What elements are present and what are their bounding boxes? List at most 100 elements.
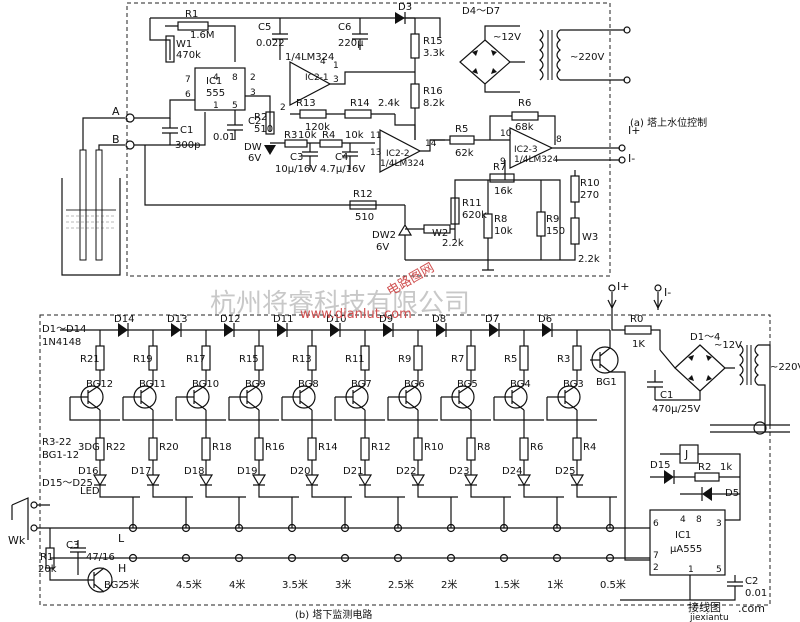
resistor-r16 (254, 437, 264, 461)
svg-text:2: 2 (653, 563, 659, 573)
level-node: 2.5米 (388, 497, 414, 591)
d3-label: D3 (398, 2, 412, 13)
svg-text:R8: R8 (494, 214, 507, 225)
capacitor-c4 (342, 143, 358, 170)
transistor-bg2 (85, 567, 113, 593)
level-label: 1米 (547, 578, 563, 591)
led-d22 (410, 460, 458, 498)
svg-text:R11: R11 (462, 198, 482, 209)
svg-text:2.4k: 2.4k (378, 98, 400, 109)
transformer-top (539, 29, 544, 81)
transistor-stages: R21BG12R22D16R19BG11R20D17R17BG10R18D18R… (69, 330, 617, 498)
relay-j (679, 444, 699, 464)
resistor-r15 (410, 33, 420, 59)
level-node: 1.5米 (494, 497, 520, 591)
svg-text:6: 6 (185, 90, 191, 100)
opamp-ic2-3 (509, 127, 554, 169)
svg-text:R15: R15 (423, 36, 443, 47)
diode-d5 (702, 487, 712, 501)
svg-text:6V: 6V (376, 242, 389, 253)
resistor-upper-label: R9 (398, 354, 411, 365)
svg-text:2.2k: 2.2k (442, 238, 464, 249)
resistor-r9 (413, 345, 423, 371)
svg-text:14: 14 (425, 139, 437, 149)
resistor-upper-label: R13 (292, 354, 312, 365)
line-h-label: H (118, 562, 126, 575)
led-label: D17 (131, 466, 151, 477)
transistor-label: BG7 (351, 379, 372, 390)
diode-label: D13 (167, 314, 187, 325)
svg-text:R3-22: R3-22 (42, 437, 72, 448)
svg-text:I-: I- (664, 286, 671, 299)
svg-text:3DG: 3DG (78, 442, 100, 453)
svg-text:4: 4 (213, 73, 219, 83)
level-node: 4米 (229, 497, 245, 591)
led-d25 (569, 460, 617, 498)
diode-label: D12 (220, 314, 240, 325)
top-iplus: I+ (628, 124, 640, 137)
capacitor-c3 (302, 143, 318, 170)
svg-text:BG1: BG1 (596, 377, 617, 388)
corner-com: .com (738, 602, 765, 615)
resistor-r12 (360, 437, 370, 461)
svg-text:~12V: ~12V (493, 32, 521, 43)
svg-text:C3: C3 (66, 540, 79, 551)
svg-text:R16: R16 (423, 86, 443, 97)
svg-text:R1: R1 (40, 552, 53, 563)
svg-text:120k: 120k (305, 122, 330, 133)
top-circuit-border (126, 2, 611, 277)
svg-text:10k: 10k (345, 130, 364, 141)
diode-d9: D9 (379, 314, 394, 337)
capacitor-c1-bottom (647, 370, 663, 400)
svg-text:8: 8 (556, 135, 562, 145)
led-label: D19 (237, 466, 257, 477)
bottom-circuit-border (39, 314, 771, 606)
svg-text:16k: 16k (494, 186, 513, 197)
led-d18 (198, 460, 246, 498)
level-label: 2米 (441, 578, 457, 591)
transistor-label: BG9 (245, 379, 266, 390)
resistor-r11 (360, 345, 370, 371)
diode-label: D14 (114, 314, 134, 325)
capacitor-c5 (272, 18, 288, 60)
svg-text:5: 5 (716, 565, 722, 575)
diode-label: D7 (485, 314, 499, 325)
svg-text:0.01: 0.01 (213, 132, 235, 143)
diode-d13: D13 (167, 314, 187, 337)
svg-text:300p: 300p (175, 140, 200, 151)
watermark-site: www.dianlut.com (300, 307, 412, 322)
level-label: 1.5米 (494, 578, 520, 591)
diode-label: D11 (273, 314, 293, 325)
svg-text:1K: 1K (632, 339, 645, 350)
svg-text:C3: C3 (290, 152, 303, 163)
led-d21 (357, 460, 405, 498)
svg-text:C2: C2 (745, 576, 758, 587)
level-label: 4.5米 (176, 578, 202, 591)
svg-text:62k: 62k (455, 148, 474, 159)
svg-text:C4: C4 (335, 152, 348, 163)
c6-value: 220μ (338, 38, 364, 49)
svg-text:I+: I+ (617, 280, 629, 293)
capacitor-c2-bottom (620, 575, 743, 601)
resistor-r5 (519, 345, 529, 371)
resistor-upper-label: R5 (504, 354, 517, 365)
resistor-r16 (410, 83, 420, 109)
svg-text:BG1-12: BG1-12 (42, 450, 79, 461)
c6-label: C6 (338, 22, 351, 33)
led-label: D21 (343, 466, 363, 477)
diode-d12: D12 (220, 314, 240, 337)
c5-label: C5 (258, 22, 271, 33)
resistor-r14 (344, 109, 372, 119)
svg-text:10μ/16V: 10μ/16V (275, 164, 317, 175)
corner-site: jiexiantu (689, 613, 729, 622)
resistor-r13 (307, 345, 317, 371)
svg-text:11: 11 (370, 131, 381, 141)
resistor-lower-label: R8 (477, 442, 490, 453)
